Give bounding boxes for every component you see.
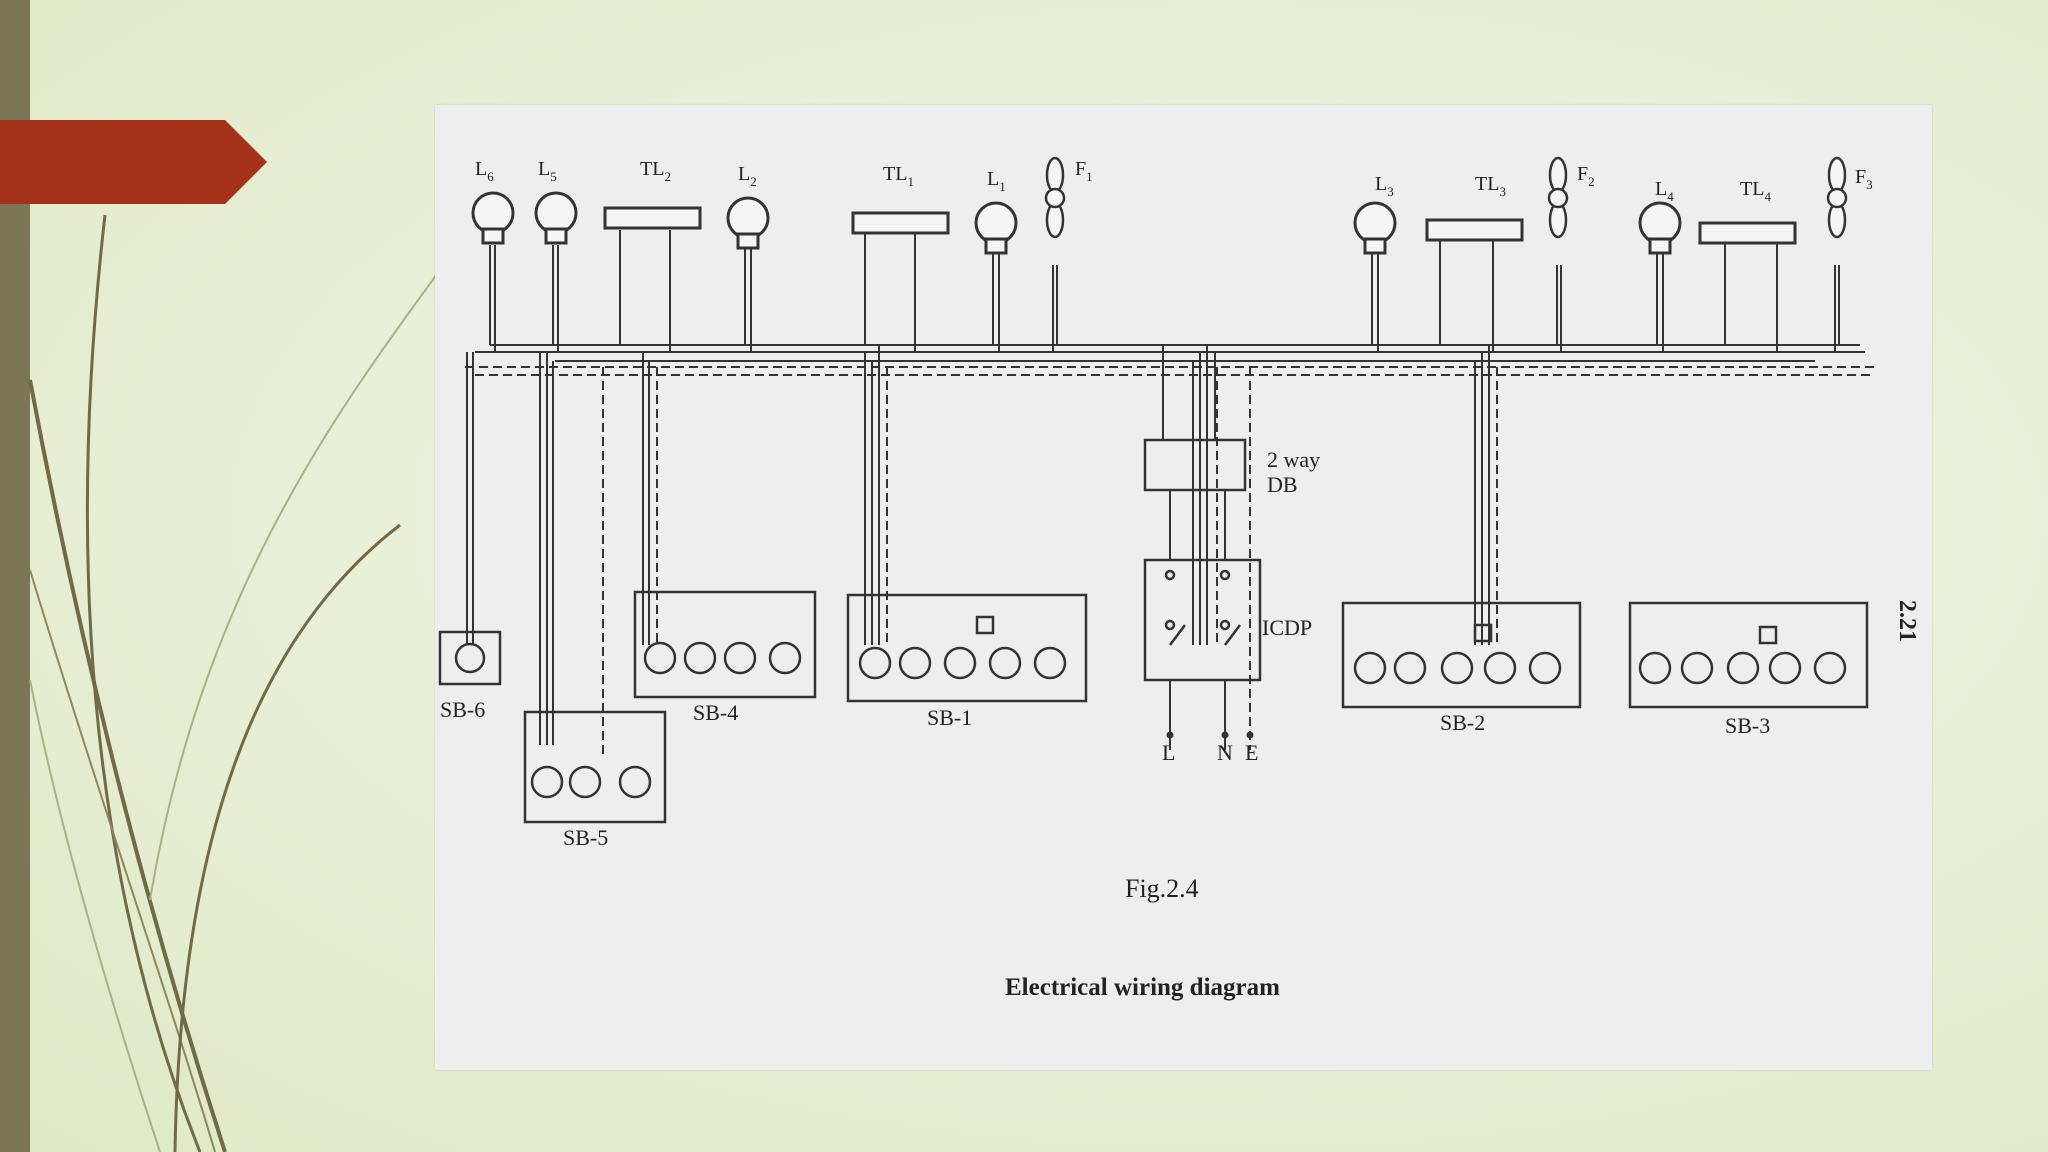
load-label-l3: L3 <box>1375 173 1394 199</box>
decorative-curves <box>28 214 440 1152</box>
label-db-line1: 2 way <box>1267 447 1320 472</box>
load-label-tl4: TL4 <box>1740 178 1771 204</box>
label-db-line2: DB <box>1267 472 1298 497</box>
label-icdp: ICDP <box>1262 615 1312 640</box>
load-label-l2: L2 <box>738 163 757 189</box>
diagram-caption: Electrical wiring diagram <box>1005 974 1280 1001</box>
load-label-tl3: TL3 <box>1475 173 1506 199</box>
label-sb-1: SB-1 <box>927 705 972 730</box>
load-label-tl2: TL2 <box>640 158 671 184</box>
red-arrow-banner <box>0 120 267 204</box>
load-label-l4: L4 <box>1655 178 1674 204</box>
load-label-f3: F3 <box>1855 166 1873 192</box>
load-label-tl1: TL1 <box>883 163 914 189</box>
load-label-l5: L5 <box>538 158 557 184</box>
terminal-e: E <box>1245 740 1258 765</box>
load-label-l1: L1 <box>987 168 1006 194</box>
figure-label: Fig.2.4 <box>1125 874 1199 903</box>
terminal-l: L <box>1162 740 1175 765</box>
load-label-f1: F1 <box>1075 158 1093 184</box>
label-sb-3: SB-3 <box>1725 713 1770 738</box>
label-sb-4: SB-4 <box>693 700 738 725</box>
load-label-f2: F2 <box>1577 163 1595 189</box>
label-sb-2: SB-2 <box>1440 710 1485 735</box>
label-sb-6: SB-6 <box>440 697 485 722</box>
terminal-n: N <box>1217 740 1233 765</box>
page-number: 2.21 <box>1894 600 1920 642</box>
label-sb-5: SB-5 <box>563 825 608 850</box>
load-label-l6: L6 <box>475 158 494 184</box>
